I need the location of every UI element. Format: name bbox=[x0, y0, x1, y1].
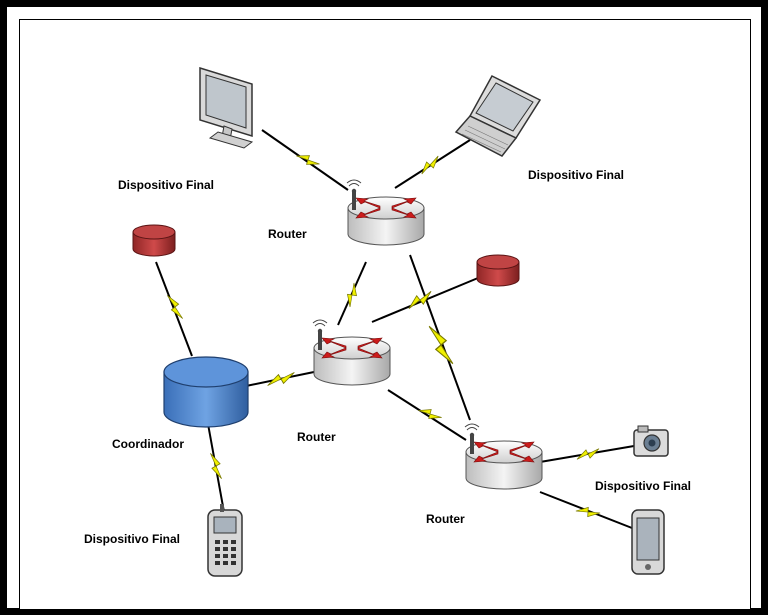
router-icon bbox=[346, 179, 425, 246]
mobile-phone-icon bbox=[207, 504, 243, 577]
end-device-label: Dispositivo Final bbox=[528, 168, 624, 182]
router-label: Router bbox=[426, 512, 465, 526]
end-device-label: Dispositivo Final bbox=[84, 532, 180, 546]
monitor-icon bbox=[199, 66, 254, 149]
end-device-label: Dispositivo Final bbox=[595, 479, 691, 493]
coordinator-label: Coordinador bbox=[112, 437, 184, 451]
database-cylinder-icon bbox=[163, 356, 249, 428]
diagram-frame bbox=[6, 6, 762, 610]
sensor-cylinder-icon bbox=[132, 224, 176, 257]
router-label: Router bbox=[268, 227, 307, 241]
sensor-cylinder-icon bbox=[476, 254, 520, 287]
diagram-border bbox=[19, 19, 751, 610]
smartphone-icon bbox=[631, 509, 665, 575]
router-icon bbox=[312, 319, 391, 386]
laptop-icon bbox=[454, 75, 542, 157]
end-device-label: Dispositivo Final bbox=[118, 178, 214, 192]
router-label: Router bbox=[297, 430, 336, 444]
link-router-middle-bottom bbox=[387, 389, 467, 441]
network-links bbox=[155, 129, 635, 529]
camera-icon bbox=[633, 425, 669, 457]
link-desktop-router bbox=[261, 129, 349, 191]
router-icon bbox=[464, 423, 543, 490]
